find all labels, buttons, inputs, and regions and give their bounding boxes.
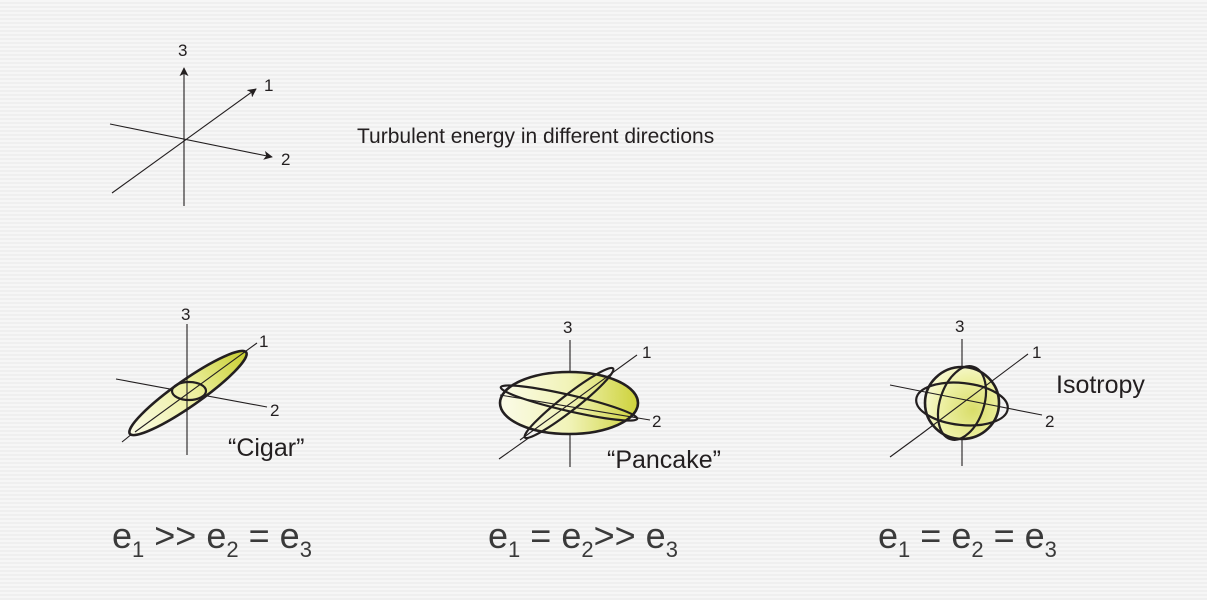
formula-sub-2: 2 xyxy=(971,537,983,562)
cigar-panel: 3 1 2 “Cigar” e1 >> e2 = e3 xyxy=(112,305,312,562)
formula-e2: e xyxy=(561,515,581,556)
formula-op-1: = xyxy=(520,515,561,556)
formula-e1: e xyxy=(488,515,508,556)
formula-sub-2: 2 xyxy=(581,537,593,562)
pancake-ellipsoid xyxy=(498,370,640,436)
axis-1-line xyxy=(111,88,257,194)
formula-e3: e xyxy=(1025,515,1045,556)
formula-e2: e xyxy=(206,515,226,556)
isotropy-panel: 3 1 2 Isotropy e1 = e2 = e3 xyxy=(878,317,1145,562)
formula-sub-1: 1 xyxy=(898,537,910,562)
pancake-axis-2-label: 2 xyxy=(652,412,661,431)
pancake-panel: 3 1 2 “Pancake” e1 = e2>> e3 xyxy=(488,318,721,562)
isotropy-axis-3-label: 3 xyxy=(955,317,964,336)
pancake-formula: e1 = e2>> e3 xyxy=(488,515,678,562)
formula-op-1: >> xyxy=(144,515,206,556)
formula-sub-2: 2 xyxy=(226,537,238,562)
formula-op-2: >> xyxy=(594,515,646,556)
pancake-axis-1-back xyxy=(498,436,531,460)
pancake-ring-a xyxy=(499,384,639,422)
formula-e3: e xyxy=(280,515,300,556)
pancake-shape-label: “Pancake” xyxy=(607,446,721,474)
formula-sub-3: 3 xyxy=(1045,537,1057,562)
isotropy-ring-vertical xyxy=(936,365,988,441)
formula-e1: e xyxy=(112,515,132,556)
formula-sub-3: 3 xyxy=(300,537,312,562)
isotropy-shape-label: Isotropy xyxy=(1056,371,1145,399)
formula-sub-3: 3 xyxy=(666,537,678,562)
cigar-cross-section xyxy=(170,380,208,402)
cigar-shape-label: “Cigar” xyxy=(228,434,304,462)
axis-2-label: 2 xyxy=(281,150,290,169)
cigar-axis-3-label: 3 xyxy=(181,305,190,324)
cigar-formula: e1 >> e2 = e3 xyxy=(112,515,312,562)
isotropy-formula: e1 = e2 = e3 xyxy=(878,515,1057,562)
formula-op-2: = xyxy=(984,515,1025,556)
axis-3-label: 3 xyxy=(178,41,187,60)
axis-1-label: 1 xyxy=(264,76,273,95)
cigar-axis-1 xyxy=(134,342,258,433)
pancake-axis-3-label: 3 xyxy=(563,318,572,337)
isotropy-axis-1-back xyxy=(889,434,921,458)
formula-sub-1: 1 xyxy=(132,537,144,562)
pancake-ring-b xyxy=(523,366,615,440)
isotropy-axis-2-back xyxy=(889,384,916,391)
cigar-axis-2-label: 2 xyxy=(270,401,279,420)
formula-e1: e xyxy=(878,515,898,556)
isotropy-axis-1 xyxy=(919,353,1029,436)
formula-op-1: = xyxy=(910,515,951,556)
axis-2-line xyxy=(109,123,273,160)
pancake-axis-2 xyxy=(499,394,651,421)
reference-axes: 3 1 2 xyxy=(109,41,290,206)
formula-sub-1: 1 xyxy=(508,537,520,562)
isotropy-axis-2 xyxy=(914,389,1043,416)
pancake-axis-1-label: 1 xyxy=(642,343,651,362)
formula-e3: e xyxy=(646,515,666,556)
isotropy-axis-2-label: 2 xyxy=(1045,412,1054,431)
formula-e2: e xyxy=(951,515,971,556)
pancake-axis-1 xyxy=(519,354,638,441)
isotropy-axis-1-label: 1 xyxy=(1032,343,1041,362)
formula-op-2: = xyxy=(239,515,280,556)
cigar-axis-1-label: 1 xyxy=(259,332,268,351)
diagram-title: Turbulent energy in different directions xyxy=(357,125,714,148)
